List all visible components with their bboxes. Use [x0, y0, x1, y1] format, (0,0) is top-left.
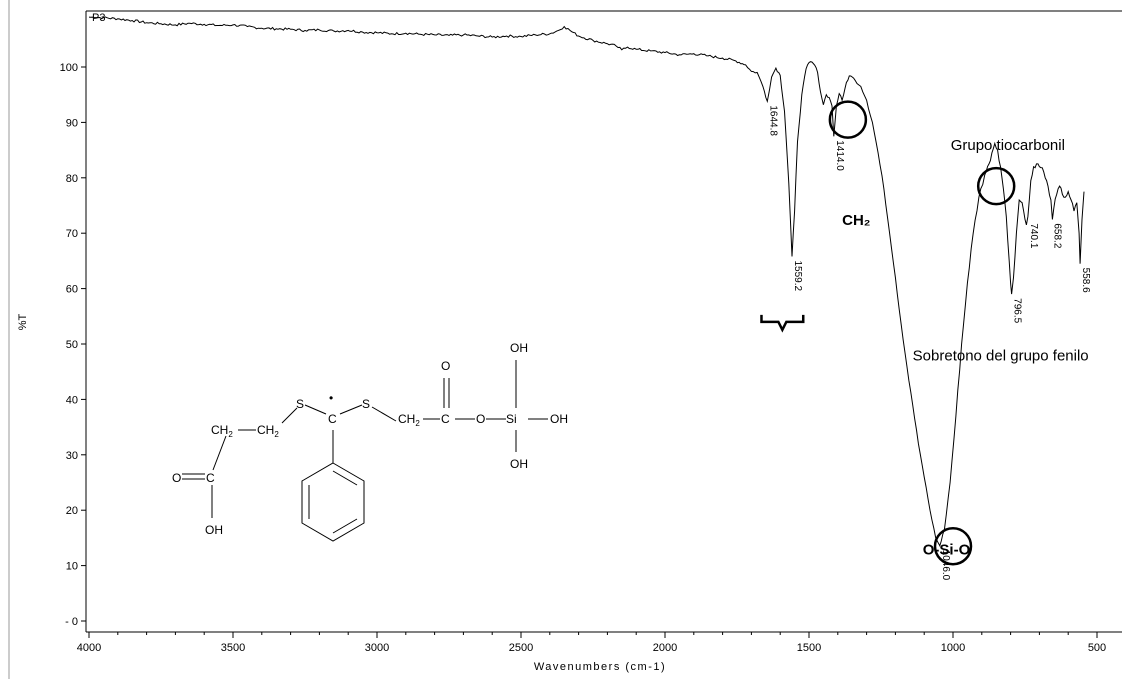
annotation-circle: [933, 526, 973, 566]
y-axis-label: %T: [17, 313, 29, 330]
x-tick-label: 1000: [941, 642, 965, 654]
peak-label: 658.2: [1051, 223, 1062, 248]
x-tick-label: 2500: [509, 642, 533, 654]
x-axis-ticks: 4000 3500 3000 2500 2000 1500 1000 500: [77, 632, 1106, 654]
peak-label: 740.1: [1028, 223, 1039, 248]
bond-ch2-c: [212, 435, 227, 471]
atom-oh-bottom-left: OH: [205, 523, 223, 537]
atom-s-right: S: [362, 397, 370, 411]
peak-labels: 1644.8 1559.2 1414.0 1046.0 796.5 740.1 658.2 5…: [767, 105, 1091, 580]
atom-oh-si-right: OH: [550, 412, 568, 426]
annotation-circle: [828, 100, 868, 139]
peak-label: 1046.0: [940, 550, 951, 581]
annotation-text: O-Si-O: [923, 542, 971, 559]
annotation-text: Grupo tiocarbonil: [951, 137, 1065, 154]
y-tick-label: 100: [60, 62, 78, 74]
atom-c-central: C: [328, 412, 337, 426]
group-ch2-right: CH2: [398, 412, 420, 428]
atom-c-acid: C: [206, 471, 215, 485]
atom-o-top-left: O: [172, 471, 181, 485]
y-tick-label: 20: [66, 505, 78, 517]
bond-s-ch2-right: [371, 406, 397, 422]
atom-oh-si-top: OH: [510, 341, 528, 355]
peak-label: 1414.0: [834, 140, 845, 171]
annotation-brace: [760, 314, 805, 333]
x-tick-label: 500: [1088, 642, 1106, 654]
y-tick-label: - 0: [65, 616, 78, 628]
molecule-structure: O OH S S O OH O Si OH OH • C C C CH2 CH2…: [172, 341, 568, 542]
annotation-circle: [976, 166, 1016, 206]
x-axis-label: Wavenumbers (cm-1): [534, 661, 666, 673]
bond-ch2-s: [281, 407, 298, 424]
peak-label: 796.5: [1012, 298, 1023, 323]
bond-c-s-right: [339, 404, 363, 415]
radical-dot: •: [329, 391, 333, 405]
atom-c-carbonyl: C: [441, 412, 450, 426]
peak-label: 558.6: [1080, 268, 1091, 293]
x-tick-label: 4000: [77, 642, 101, 654]
peak-label: 1644.8: [767, 105, 778, 136]
benzene-ring: [301, 462, 365, 542]
atom-si: Si: [506, 412, 517, 426]
y-tick-label: 80: [66, 173, 78, 185]
atom-o-carbonyl: O: [441, 359, 450, 373]
bond-s-c-left: [304, 404, 327, 415]
x-tick-label: 2000: [653, 642, 677, 654]
y-tick-label: 30: [66, 450, 78, 462]
peak-label: 1559.2: [792, 260, 803, 291]
y-tick-label: 90: [66, 117, 78, 129]
annotation-text: CH₂: [842, 212, 870, 229]
group-ch2-middle: CH2: [257, 423, 279, 439]
group-ch2-upper: CH2: [211, 423, 233, 439]
annotation-text: Sobretono del grupo fenilo: [913, 348, 1089, 365]
y-axis-ticks: - 0 10 20 30 40 50 60 70 80 90 100: [60, 62, 86, 628]
y-tick-label: 40: [66, 394, 78, 406]
y-tick-label: 50: [66, 339, 78, 351]
benzene-inner-bonds: [332, 470, 358, 486]
y-tick-label: 70: [66, 228, 78, 240]
atom-oh-si-bottom: OH: [510, 457, 528, 471]
atom-o-ester: O: [476, 412, 485, 426]
x-tick-label: 3000: [365, 642, 389, 654]
benzene-inner-bond-2: [332, 518, 358, 534]
y-tick-label: 10: [66, 561, 78, 573]
x-tick-label: 1500: [797, 642, 821, 654]
x-tick-label: 3500: [221, 642, 245, 654]
atom-s-left: S: [296, 397, 304, 411]
spectrum-series-line: [88, 16, 1085, 547]
y-tick-label: 60: [66, 284, 78, 296]
